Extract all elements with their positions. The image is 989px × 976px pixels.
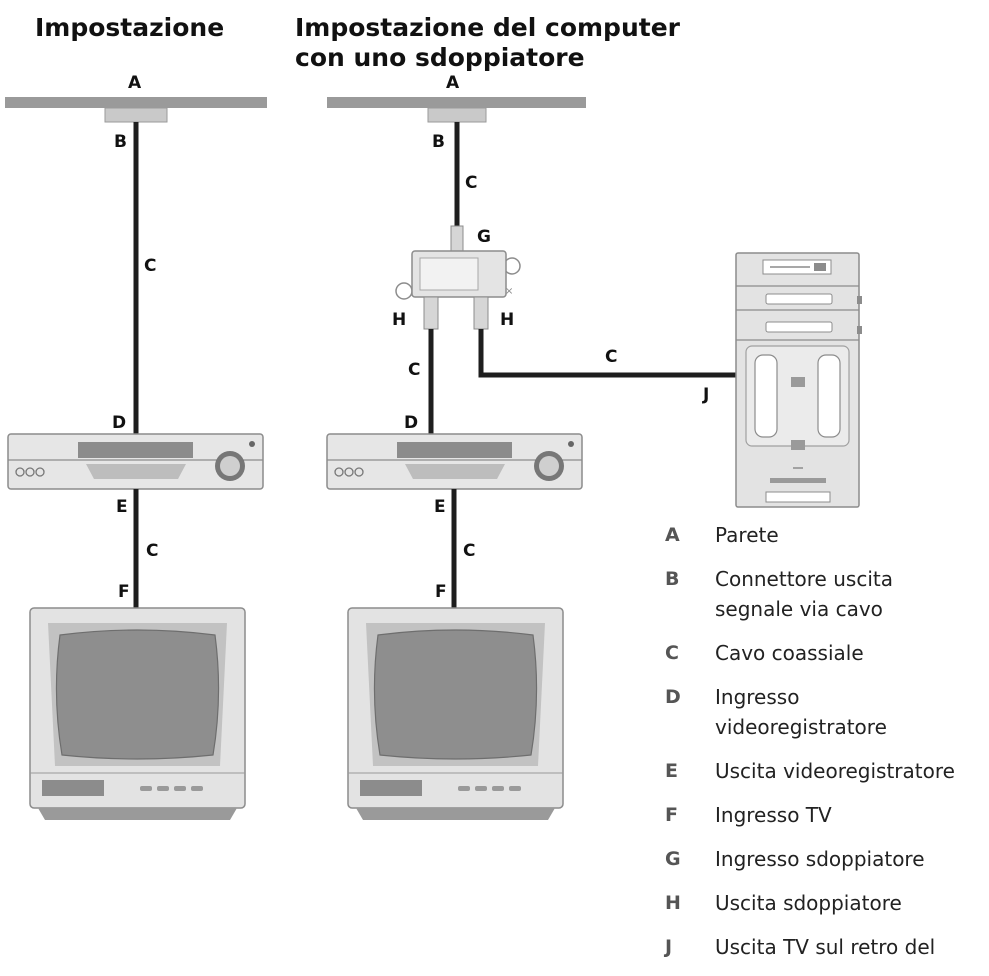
right-setup: × A: [326, 73, 862, 821]
legend-text: Connettore uscita segnale via cavo: [715, 567, 893, 621]
label-h-right-output: H: [500, 310, 514, 330]
title-computer-splitter-setup: Impostazione del computer con uno sdoppi…: [295, 13, 715, 73]
vcr-right: [326, 433, 583, 490]
legend-text: Ingresso videoregistratore: [715, 685, 887, 739]
label-d-right: D: [404, 413, 418, 433]
wall-left: [5, 97, 267, 108]
legend-letter: F: [665, 804, 678, 826]
label-b-right: B: [432, 132, 445, 152]
legend-letter: C: [665, 642, 679, 664]
legend-item-f: F Ingresso TV: [665, 800, 985, 830]
label-e-left: E: [116, 497, 128, 517]
legend-text: Uscita TV sul retro del: [715, 935, 936, 959]
tv-left: [29, 607, 246, 821]
legend-item-a: A Parete: [665, 520, 985, 550]
label-c5-right: C: [463, 541, 475, 561]
legend-letter: H: [665, 892, 681, 914]
wall-right: [327, 97, 586, 108]
label-j-right: J: [702, 385, 709, 405]
legend-text: Ingresso TV: [715, 803, 832, 827]
label-a-left: A: [128, 73, 142, 93]
label-c-left: C: [144, 256, 156, 276]
computer-tower: [735, 252, 862, 508]
label-c-to-vcr: C: [408, 360, 420, 380]
legend-letter: J: [665, 936, 673, 958]
legend-item-j: J Uscita TV sul retro del: [665, 932, 985, 962]
coax-cable-splitter-to-computer: [478, 329, 736, 378]
legend-item-g: G Ingresso sdoppiatore: [665, 844, 985, 874]
legend-text: Uscita videoregistratore: [715, 759, 955, 783]
legend-item-e: E Uscita videoregistratore: [665, 756, 985, 786]
legend-text: Cavo coassiale: [715, 641, 864, 665]
legend-item-b: B Connettore uscita segnale via cavo: [665, 564, 985, 624]
legend-item-d: D Ingresso videoregistratore: [665, 682, 985, 742]
vcr-left: [7, 433, 264, 490]
label-c2-left: C: [146, 541, 158, 561]
label-e-right: E: [434, 497, 446, 517]
label-g-right: G: [477, 227, 491, 247]
title-line-1: Impostazione del computer: [295, 13, 680, 42]
legend-text: Parete: [715, 523, 779, 547]
legend-letter: D: [665, 686, 681, 708]
legend-letter: E: [665, 760, 678, 782]
legend-letter: G: [665, 848, 681, 870]
left-setup: A B C D E C F: [5, 73, 267, 821]
legend-text: Ingresso sdoppiatore: [715, 847, 925, 871]
legend-item-c: C Cavo coassiale: [665, 638, 985, 668]
title-setup: Impostazione: [35, 13, 225, 42]
tv-right: [347, 607, 564, 821]
label-a-right: A: [446, 73, 460, 93]
legend: A Parete B Connettore uscita segnale via…: [665, 520, 985, 976]
legend-letter: A: [665, 524, 680, 546]
legend-letter: B: [665, 568, 680, 590]
legend-item-h: H Uscita sdoppiatore: [665, 888, 985, 918]
label-b-left: B: [114, 132, 127, 152]
cable-outlet-right: [427, 107, 487, 123]
svg-text:×: ×: [505, 286, 513, 297]
label-h-left-output: H: [392, 310, 406, 330]
label-f-left: F: [118, 582, 130, 602]
label-c-to-computer: C: [605, 347, 617, 367]
legend-text: Uscita sdoppiatore: [715, 891, 902, 915]
label-c-right: C: [465, 173, 477, 193]
label-f-right: F: [435, 582, 447, 602]
title-line-2: con uno sdoppiatore: [295, 43, 585, 72]
cable-outlet-left: [104, 107, 168, 123]
label-d-left: D: [112, 413, 126, 433]
splitter: ×: [395, 225, 521, 330]
